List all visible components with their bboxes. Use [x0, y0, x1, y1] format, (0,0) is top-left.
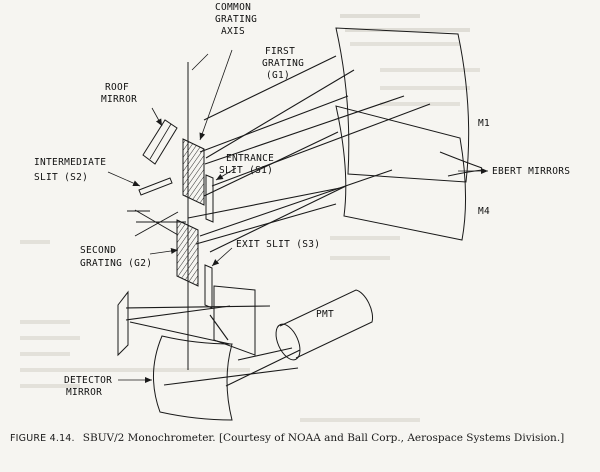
label-intermediate-slit-1: INTERMEDIATE [34, 157, 106, 168]
first-grating-g1 [182, 138, 205, 206]
label-second-grating-1: SECOND [80, 245, 116, 256]
ebert-mirror-m4 [335, 105, 467, 241]
intermediate-slit-s2 [138, 177, 173, 196]
label-intermediate-slit-2: SLIT (S2) [34, 172, 88, 183]
label-first-grating-2: GRATING [262, 58, 304, 69]
fold-mirror-right [213, 285, 256, 356]
label-detector-mirror-1: DETECTOR [64, 375, 112, 386]
fold-mirror-left [117, 290, 129, 357]
label-entrance-slit-1: ENTRANCE [226, 153, 274, 164]
label-common-axis-3: AXIS [221, 26, 245, 37]
label-common-axis-1: COMMON [215, 2, 251, 13]
label-detector-mirror-2: MIRROR [66, 387, 102, 398]
exit-slit-s3 [204, 264, 213, 309]
relay-cross [127, 209, 179, 237]
show-through-text [20, 14, 480, 422]
diagram-labels: COMMON GRATING AXIS FIRST GRATING (G1) R… [34, 2, 570, 398]
label-entrance-slit-2: SLIT (S1) [219, 165, 273, 176]
label-first-grating-1: FIRST [265, 46, 295, 57]
label-m1: M1 [478, 118, 490, 129]
label-pmt: PMT [316, 309, 334, 320]
label-m4: M4 [478, 206, 490, 217]
detector-mirror [152, 335, 233, 421]
leader-lines [107, 49, 488, 383]
roof-mirror [142, 119, 178, 165]
label-second-grating-2: GRATING (G2) [80, 258, 152, 269]
entrance-slit-s1 [205, 174, 214, 223]
label-exit-slit: EXIT SLIT (S3) [236, 239, 320, 250]
second-grating-g2 [176, 219, 199, 287]
label-roof-mirror-1: ROOF [105, 82, 129, 93]
optical-rays [125, 55, 483, 387]
figure-caption: FIGURE 4.14. SBUV/2 Monochrometer. [Court… [10, 431, 592, 446]
figure-number: FIGURE 4.14. [10, 433, 75, 444]
label-ebert-mirrors: EBERT MIRRORS [492, 166, 570, 177]
label-common-axis-2: GRATING [215, 14, 257, 25]
caption-text: SBUV/2 Monochrometer. [Courtesy of NOAA … [82, 432, 565, 444]
label-first-grating-3: (G1) [266, 70, 290, 81]
pmt-tube [275, 289, 373, 361]
label-roof-mirror-2: MIRROR [101, 94, 137, 105]
